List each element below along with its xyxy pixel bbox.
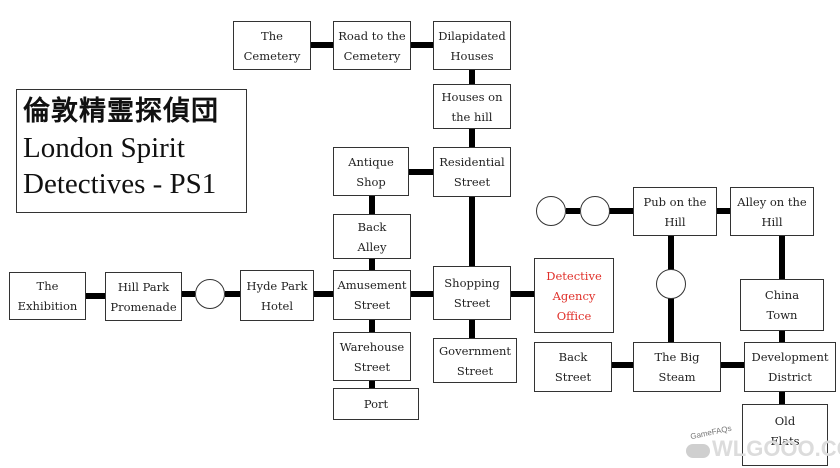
location-houses-on-hill: Houses on the hill — [433, 84, 511, 129]
watermark-text: WLGOOO.COM — [712, 436, 840, 461]
location-warehouse-street: Warehouse Street — [333, 332, 411, 381]
location-old-flats: Old Flats — [742, 404, 828, 466]
unnamed-node-circle — [656, 269, 686, 299]
location-government-street: Government Street — [433, 338, 517, 383]
unnamed-node-circle — [195, 279, 225, 309]
location-hyde-park-hotel: Hyde Park Hotel — [240, 270, 314, 321]
unnamed-node-circle — [580, 196, 610, 226]
location-antique-shop: Antique Shop — [333, 147, 409, 196]
location-dilapidated-houses: Dilapidated Houses — [433, 21, 511, 70]
location-the-exhibition: The Exhibition — [9, 272, 86, 320]
location-amusement-street: Amusement Street — [333, 270, 411, 320]
english-title: London Spirit Detectives - PS1 — [23, 132, 217, 200]
location-shopping-street: Shopping Street — [433, 266, 511, 320]
watermark-logo: GameFAQs WLGOOO.COM — [686, 424, 840, 464]
location-back-street: Back Street — [534, 342, 612, 392]
location-the-cemetery: The Cemetery — [233, 21, 311, 70]
location-alley-on-hill: Alley on the Hill — [730, 187, 814, 236]
location-residential-street: Residential Street — [433, 147, 511, 197]
location-china-town: China Town — [740, 279, 824, 331]
location-back-alley: Back Alley — [333, 214, 411, 259]
title-panel: 倫敦精霊探偵団 London Spirit Detectives - PS1 — [16, 89, 247, 213]
location-port: Port — [333, 388, 419, 420]
gamepad-icon — [686, 444, 710, 458]
location-the-big-steam: The Big Steam — [633, 342, 721, 392]
location-detective-agency-office: Detective Agency Office — [534, 258, 614, 333]
japanese-title: 倫敦精霊探偵団 — [23, 96, 219, 127]
unnamed-node-circle — [536, 196, 566, 226]
location-pub-on-hill: Pub on the Hill — [633, 187, 717, 236]
location-development-district: Development District — [744, 342, 836, 392]
location-hill-park-promenade: Hill Park Promenade — [105, 272, 182, 321]
location-road-to-cemetery: Road to the Cemetery — [333, 21, 411, 70]
